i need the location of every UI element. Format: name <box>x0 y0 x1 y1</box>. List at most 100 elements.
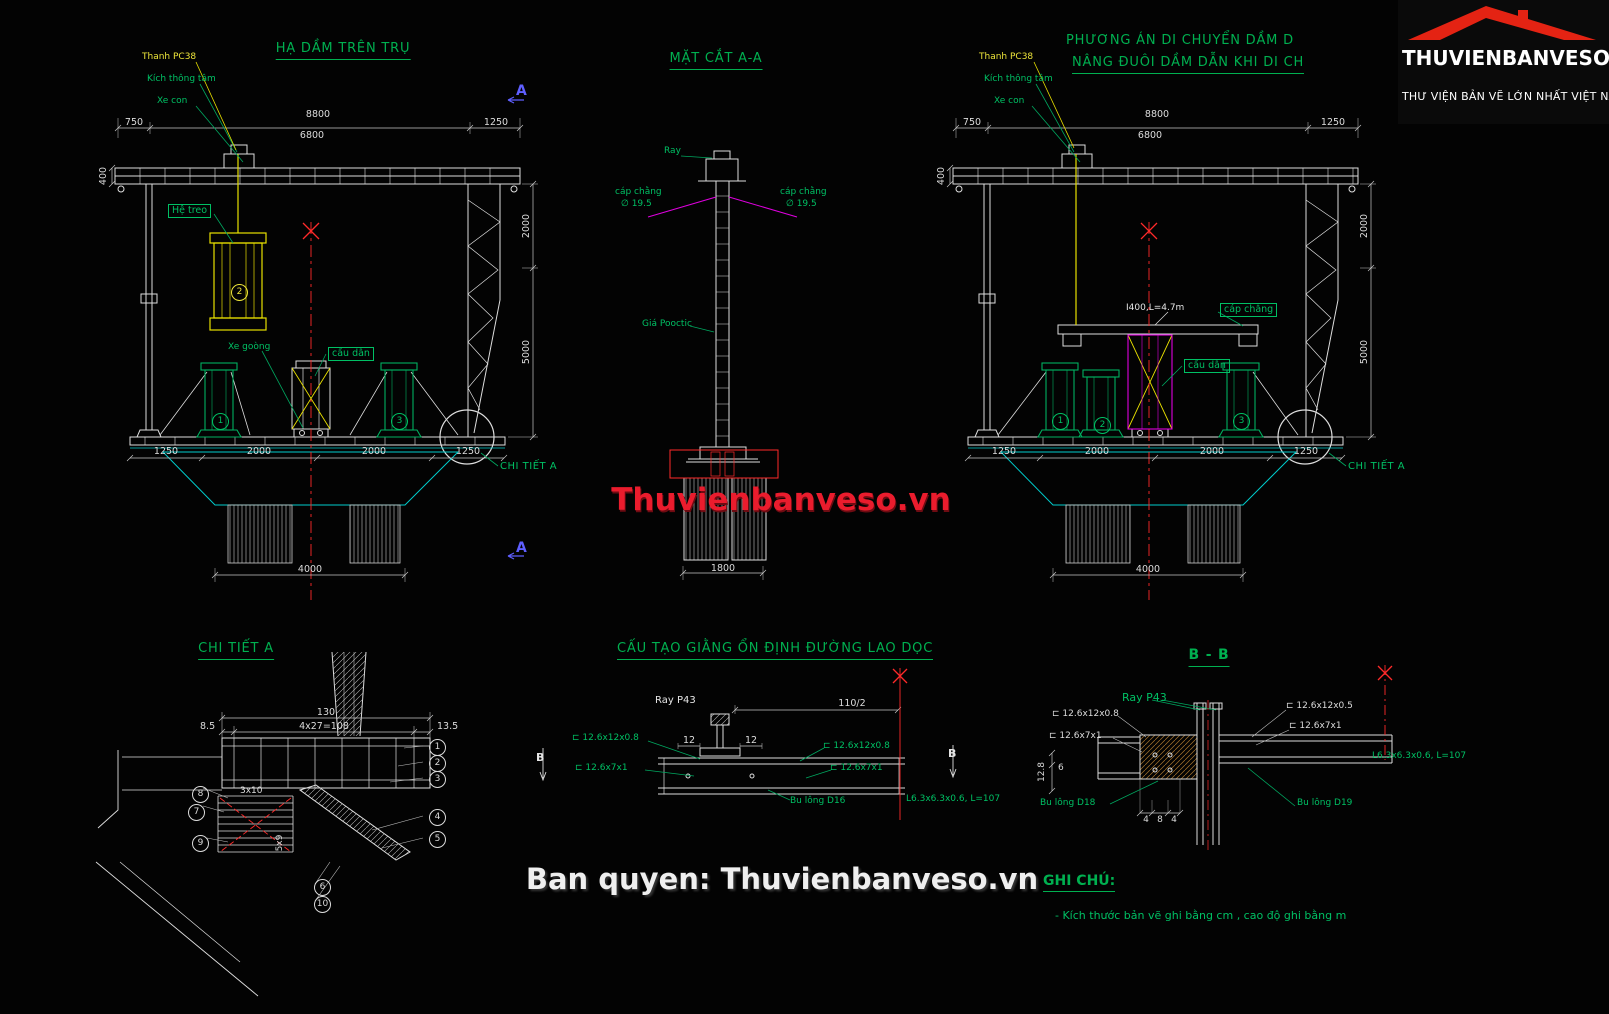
d4-balloon-7: 7 <box>188 804 205 821</box>
d1-label-he-treo: Hệ treo <box>168 204 212 219</box>
d6-white <box>1097 702 1393 845</box>
d1-leaders <box>195 83 499 467</box>
d3-dim-1250: 1250 <box>1320 117 1346 128</box>
d2-cables <box>647 196 798 218</box>
d4-dim-3x10: 3x10 <box>240 786 263 796</box>
d3-yellow-parts <box>1075 154 1173 430</box>
d1-centerline <box>302 222 320 600</box>
d1-section-arrows <box>507 96 524 560</box>
d2-title: MẶT CẮT A-A <box>669 51 763 71</box>
d5-label-angle: L6.3x6.3x0.6, L=107 <box>906 794 1001 804</box>
d1-dim-2000v: 2000 <box>520 213 532 239</box>
d6-white-leaders <box>1112 709 1290 753</box>
d1-balloon-1: 1 <box>212 413 229 430</box>
d3-leader-pc38 <box>1033 61 1075 149</box>
d3-magenta-tower <box>1127 334 1173 430</box>
d2-white <box>683 150 767 561</box>
d6-spec-l2: ⊏ 12.6x7x1 <box>1049 731 1102 741</box>
d1-dim-br1250: 1250 <box>455 446 481 457</box>
d1-piles <box>227 504 401 564</box>
d6-dims <box>1048 749 1184 817</box>
d3-green-piers <box>1037 362 1264 438</box>
d3-label-cap-chang: cáp chằng <box>1220 303 1278 318</box>
d3-white <box>952 144 1359 465</box>
d1-label-kich-thong-tam: Kích thông tâm <box>147 74 216 84</box>
d6-dim-6: 6 <box>1058 763 1064 773</box>
d2-dims <box>679 566 767 580</box>
d3-dim-6800: 6800 <box>1137 130 1163 141</box>
d3-label-chi-tiet-a: CHI TIẾT A <box>1348 461 1406 472</box>
d3-title-line1: PHƯƠNG ÁN DI CHUYỂN DẦM D <box>1066 33 1294 48</box>
d2-label-cap-chang-left: cáp chằng <box>615 187 662 197</box>
d3-dim-750: 750 <box>962 117 982 128</box>
d1-cyan-cap <box>130 447 505 506</box>
d2-label-gia-pooctic: Giá Pooctic <box>642 319 692 329</box>
d4-red-bracing <box>219 797 292 853</box>
d5-dim-12-right: 12 <box>744 735 758 746</box>
d4-balloon-3: 3 <box>429 771 446 788</box>
d4-balloon-6: 6 <box>314 879 331 896</box>
d4-dim-130: 130 <box>316 707 336 718</box>
d3-cyan-cap <box>968 447 1343 506</box>
d1-dim-750: 750 <box>124 117 144 128</box>
d3-dim-lines <box>946 118 1376 582</box>
d5-spec-flange-right: ⊏ 12.6x12x0.8 <box>823 741 890 751</box>
d5-white <box>539 713 957 795</box>
d1-label-xe-con: Xe con <box>157 96 188 106</box>
d1-label-chi-tiet-a: CHI TIẾT A <box>500 461 558 472</box>
d1-dim-8800: 8800 <box>305 109 331 120</box>
d1-dim-bl2000: 2000 <box>246 446 272 457</box>
d3-balloon-3: 3 <box>1233 413 1250 430</box>
d5-b-marker-right: B <box>948 747 957 760</box>
d4-white <box>95 651 431 997</box>
d2-label-cap-chang-right: cáp chằng <box>780 187 827 197</box>
d1-dim-400: 400 <box>97 166 109 186</box>
logo-roof-icon <box>1408 6 1596 40</box>
d1-section-marker-top: A <box>516 83 527 99</box>
d1-section-marker-bottom: A <box>516 540 527 556</box>
d4-title: CHI TIẾT A <box>198 641 274 661</box>
d3-dim-2000v: 2000 <box>1358 213 1370 239</box>
d4-dim-8-5: 8.5 <box>200 721 216 732</box>
logo-tagline: THƯ VIỆN BẢN VẼ LỚN NHẤT VIỆT NAM <box>1402 90 1609 103</box>
logo-brand: THUVIENBANVESO.vn <box>1402 46 1609 70</box>
site-logo: THUVIENBANVESO.vn THƯ VIỆN BẢN VẼ LỚN NH… <box>1398 0 1609 124</box>
d5-spec-web-right: ⊏ 12.6x7x1 <box>830 763 883 773</box>
d3-dim-5000: 5000 <box>1358 339 1370 365</box>
d4-balloon-2: 2 <box>429 755 446 772</box>
d4-balloon-9: 9 <box>192 835 209 852</box>
d6-spec-r1: ⊏ 12.6x12x0.5 <box>1286 701 1353 711</box>
d4-dims <box>218 714 434 736</box>
d6-title: B - B <box>1188 647 1230 668</box>
d1-dim-lines <box>108 118 538 582</box>
d3-label-xe-con: Xe con <box>994 96 1025 106</box>
d2-dim-1800: 1800 <box>710 563 736 574</box>
d3-piles <box>1065 504 1241 564</box>
d1-label-cau-dan: cầu dẫn <box>328 347 374 362</box>
d6-label-angle: L6.3x6.3x0.6, L=107 <box>1372 751 1467 761</box>
d5-dim-12-left: 12 <box>682 735 696 746</box>
d3-dim-bl1250: 1250 <box>991 446 1017 457</box>
d4-balloon-5: 5 <box>429 831 446 848</box>
d5-spec-web-left: ⊏ 12.6x7x1 <box>575 763 628 773</box>
d6-dim-4a: 4 <box>1143 815 1149 825</box>
d3-label-thanh-pc38: Thanh PC38 <box>979 52 1034 62</box>
d1-label-thanh-pc38: Thanh PC38 <box>142 52 197 62</box>
d3-balloon-2: 2 <box>1094 417 1111 434</box>
d2-red-base <box>669 449 779 479</box>
d3-label-cau-dan: cầu dẫn <box>1184 359 1230 374</box>
d3-label-kich-thong-tam: Kích thông tâm <box>984 74 1053 84</box>
d5-leaders <box>644 740 832 801</box>
d5-label-bolt-d16: Bu lông D16 <box>790 796 846 806</box>
d2-label-dia-right: ∅ 19.5 <box>786 199 817 209</box>
d5-dim-110-2: 110/2 <box>838 698 866 709</box>
d3-dim-8800: 8800 <box>1144 109 1170 120</box>
d1-yellow-parts <box>209 154 331 430</box>
d1-leader-pc38 <box>195 61 237 151</box>
d3-leader-i400 <box>1154 311 1169 326</box>
d1-label-xe-goong: Xe goòng <box>228 342 271 352</box>
d3-leaders <box>1031 83 1347 467</box>
d5-red-axis <box>892 668 908 820</box>
d2-label-dia-left: ∅ 19.5 <box>621 199 652 209</box>
